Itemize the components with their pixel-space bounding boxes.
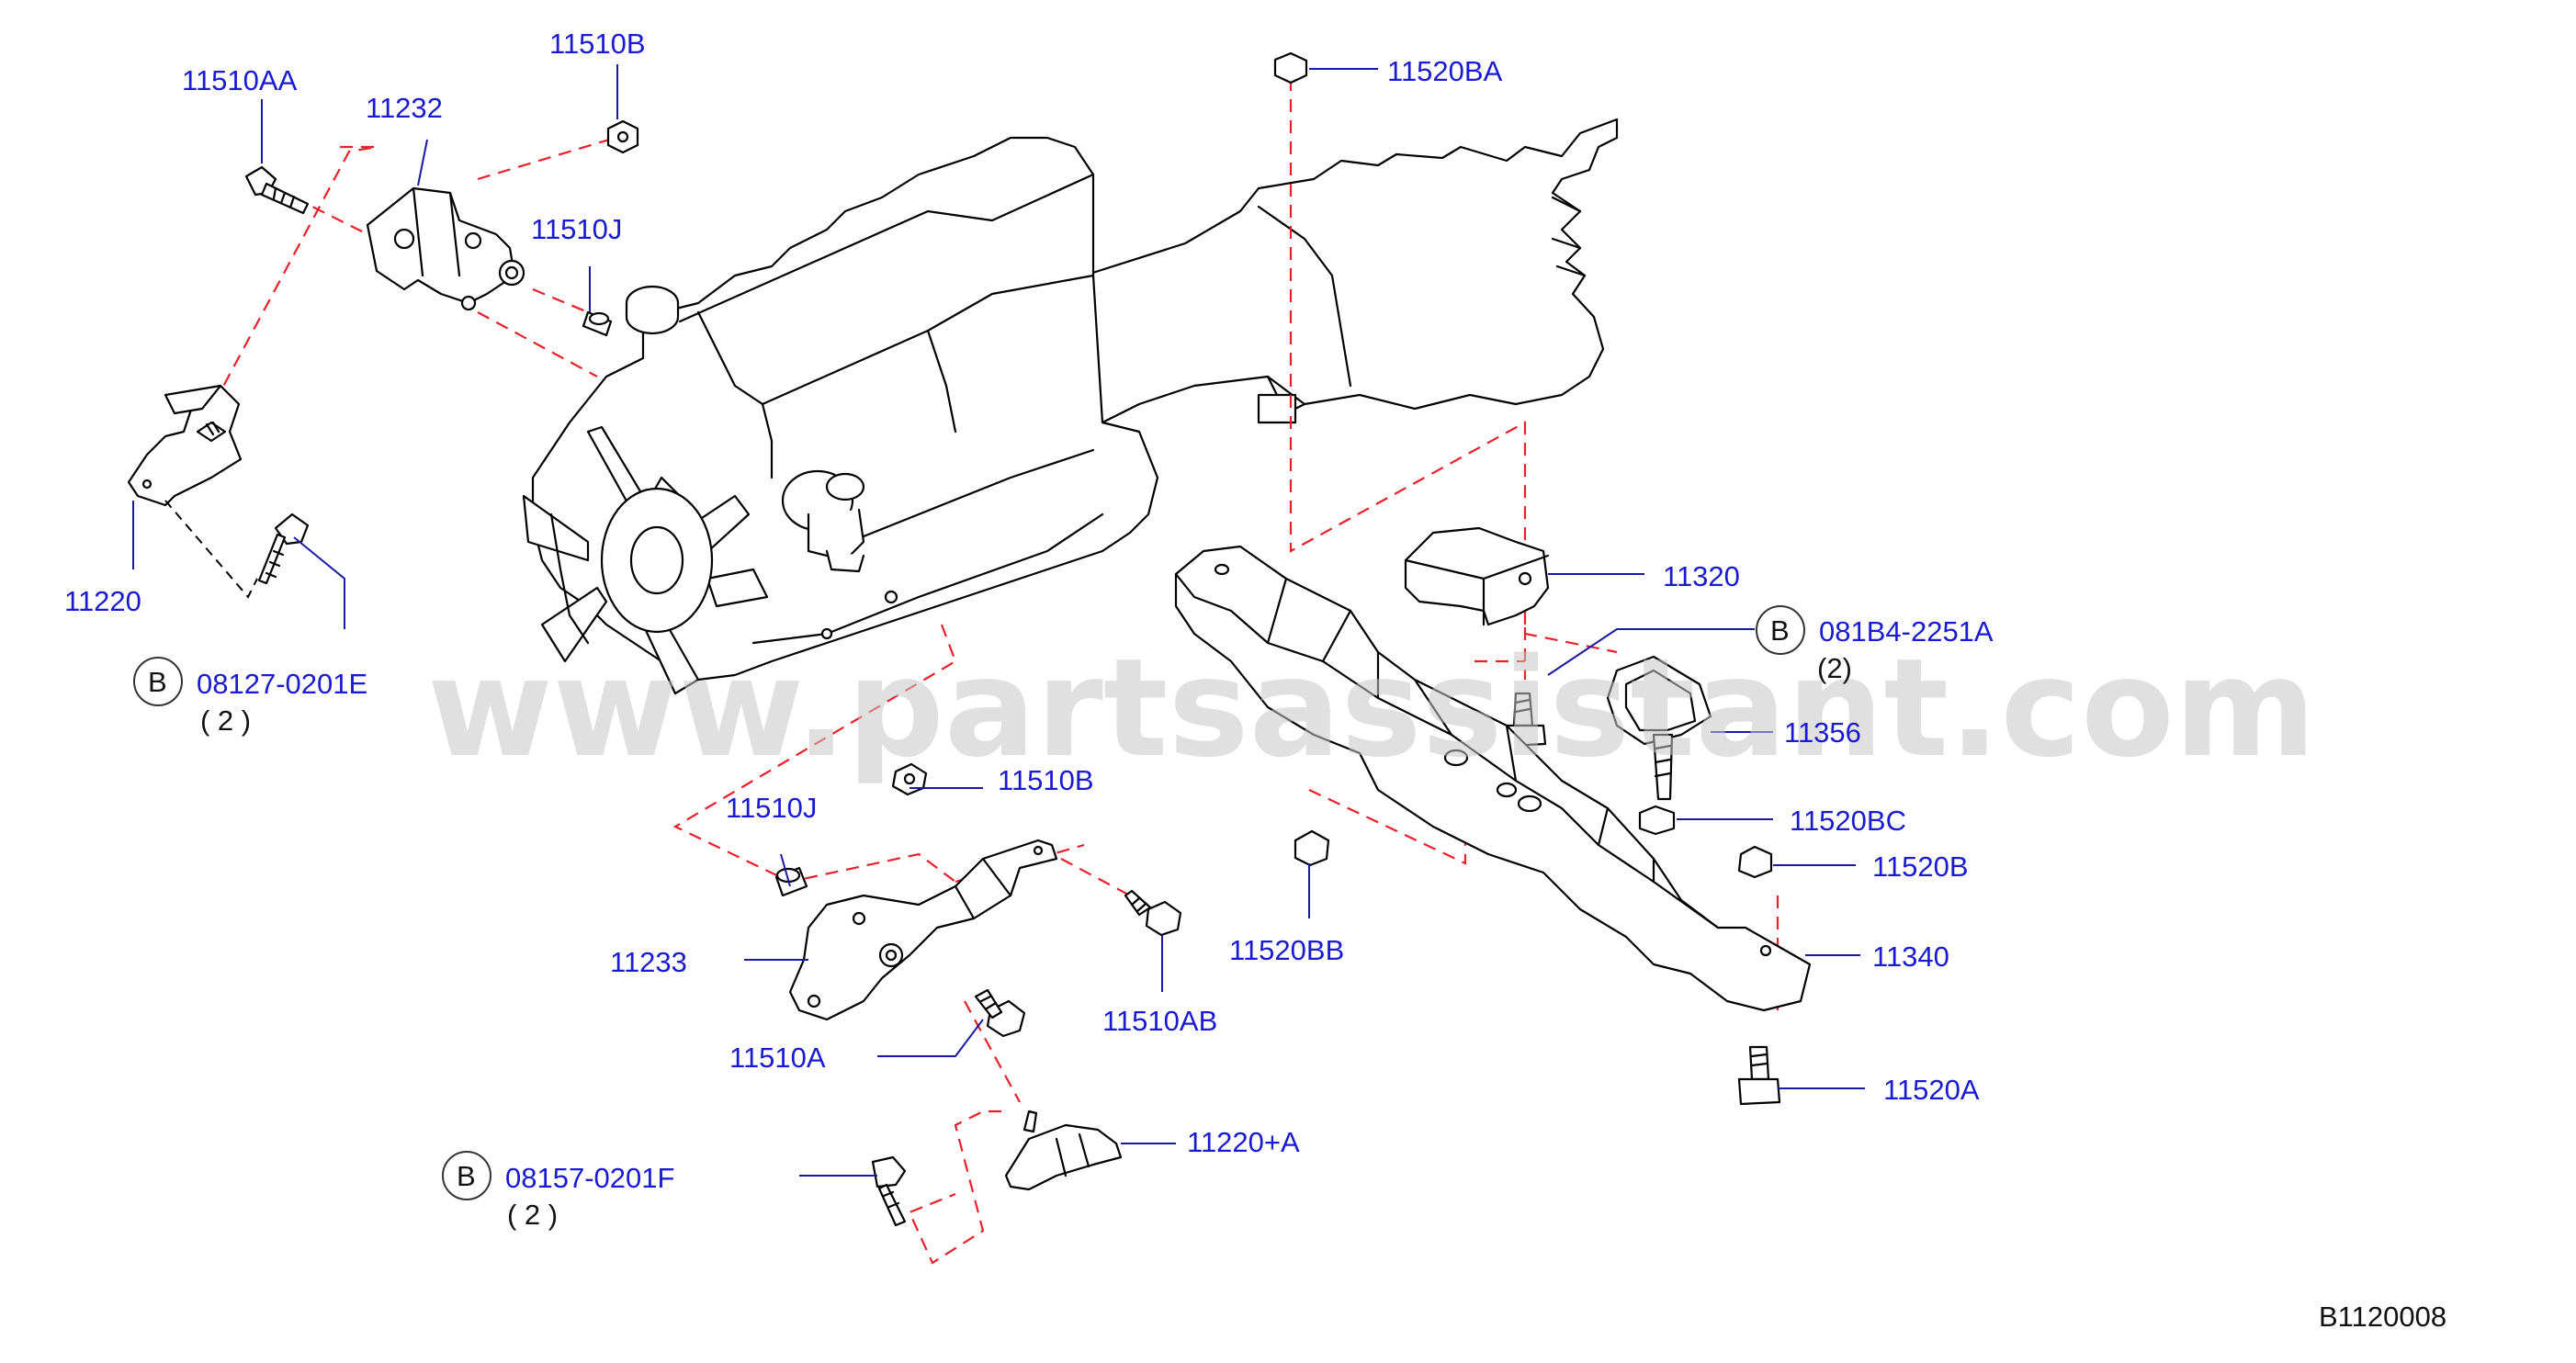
bolt-11520A bbox=[1737, 1045, 1781, 1106]
label-11233[interactable]: 11233 bbox=[610, 946, 687, 978]
insulator-11220A bbox=[1004, 1110, 1123, 1191]
insulator-11356 bbox=[1606, 655, 1712, 801]
nut-11520BB bbox=[1294, 829, 1330, 867]
cooling-fan bbox=[522, 425, 769, 695]
nut-11520BA bbox=[1273, 51, 1308, 84]
label-11220A[interactable]: 11220+A bbox=[1187, 1126, 1300, 1158]
bolt-11510AA bbox=[244, 165, 310, 215]
bolt-11510AB bbox=[1124, 889, 1182, 937]
label-08157-0201F[interactable]: 08157-0201F bbox=[505, 1162, 674, 1194]
label-11510AA[interactable]: 11510AA bbox=[182, 64, 298, 96]
label-11520BA[interactable]: 11520BA bbox=[1387, 55, 1503, 87]
label-11340[interactable]: 11340 bbox=[1872, 941, 1949, 973]
label-11510A[interactable]: 11510A bbox=[729, 1042, 826, 1074]
label-11510J-top[interactable]: 11510J bbox=[531, 213, 622, 245]
label-11520BB[interactable]: 11520BB bbox=[1229, 934, 1344, 966]
rear-mount-11320 bbox=[1404, 526, 1550, 626]
label-11510AB[interactable]: 11510AB bbox=[1102, 1005, 1217, 1037]
b-marker-circle-3 bbox=[442, 1151, 491, 1200]
crossmember-11340 bbox=[1174, 545, 1812, 1012]
engine-mount-bracket-11232 bbox=[366, 186, 525, 311]
b-marker-3: B bbox=[457, 1160, 476, 1192]
label-11520BC[interactable]: 11520BC bbox=[1790, 805, 1906, 837]
label-11220[interactable]: 11220 bbox=[64, 585, 141, 617]
label-081B4-2251A[interactable]: 081B4-2251A bbox=[1819, 615, 1994, 648]
label-11510B-bottom[interactable]: 11510B bbox=[998, 764, 1094, 796]
label-11510J-bottom[interactable]: 11510J bbox=[726, 792, 817, 824]
engine-transmission-assembly bbox=[522, 118, 1619, 695]
b-marker-2: B bbox=[1770, 614, 1790, 647]
spacer-11510J-top bbox=[582, 310, 613, 337]
label-11520A[interactable]: 11520A bbox=[1883, 1074, 1980, 1106]
b-marker-circle-1 bbox=[133, 657, 183, 706]
label-11320[interactable]: 11320 bbox=[1663, 560, 1740, 592]
qty-08127-0201E: ( 2 ) bbox=[200, 704, 251, 737]
b-marker-circle-2 bbox=[1756, 605, 1805, 655]
watermark: www.partsassistant.com bbox=[427, 629, 2316, 787]
engine-mount-bracket-11233 bbox=[788, 839, 1058, 1021]
b-marker-1: B bbox=[148, 666, 167, 698]
leader-lines bbox=[132, 64, 1865, 1177]
label-11520B[interactable]: 11520B bbox=[1872, 850, 1969, 883]
label-11510B-top[interactable]: 11510B bbox=[549, 28, 646, 60]
spacer-11510J-bottom bbox=[774, 866, 808, 897]
qty-08157-0201F: ( 2 ) bbox=[507, 1199, 558, 1231]
label-08127-0201E[interactable]: 08127-0201E bbox=[197, 668, 367, 700]
nut-11510B-top bbox=[606, 119, 639, 154]
bolt-11510A bbox=[974, 988, 1026, 1038]
qty-081B4-2251A: (2) bbox=[1817, 652, 1852, 684]
nut-11520B bbox=[1737, 845, 1773, 879]
label-11356[interactable]: 11356 bbox=[1784, 716, 1861, 749]
label-11232[interactable]: 11232 bbox=[366, 92, 443, 124]
bolt-08127-0201E bbox=[257, 513, 310, 585]
diagram-code: B1120008 bbox=[2319, 1301, 2446, 1333]
insulator-11220 bbox=[127, 384, 243, 507]
bolt-08157-0201F bbox=[871, 1155, 907, 1227]
part-labels: 11510AA 11510B 11232 11510J 11220 B 0812… bbox=[64, 28, 2446, 1333]
nut-11520BC bbox=[1638, 805, 1676, 836]
